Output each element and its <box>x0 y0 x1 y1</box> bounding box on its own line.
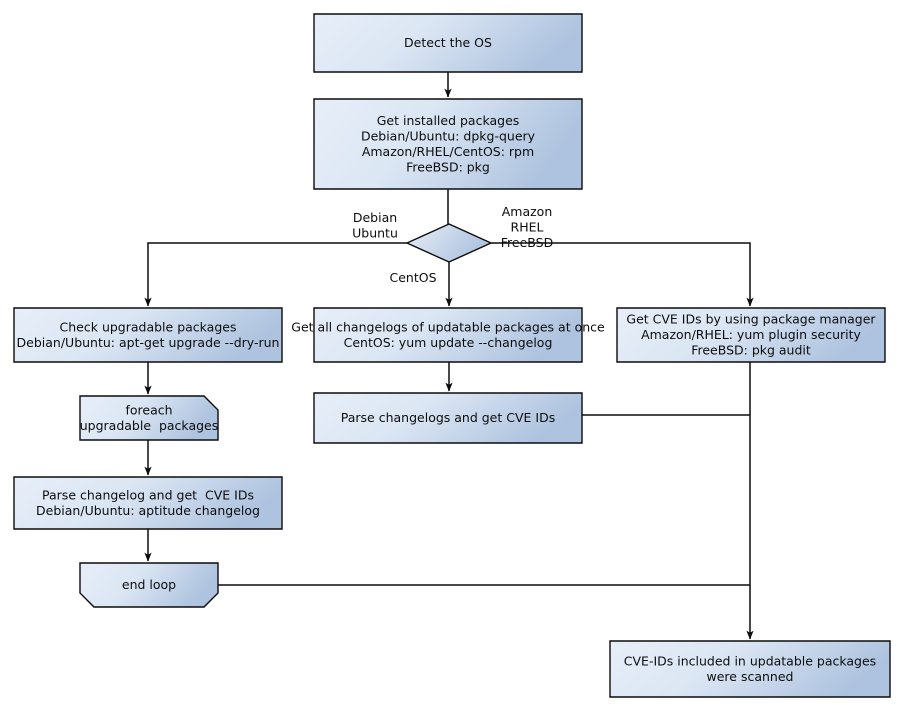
edges-layer <box>144 72 754 640</box>
node-shape-get-all-changelogs <box>313 307 583 363</box>
node-shape-parse-changelog-debian <box>13 476 283 530</box>
node-parse-changelogs-centos[interactable]: Parse changelogs and get CVE IDs <box>313 392 583 444</box>
node-os-decision[interactable] <box>405 223 493 263</box>
node-end-loop[interactable]: end loop <box>79 562 219 608</box>
node-label-parse-changelogs-centos: Parse changelogs and get CVE IDs <box>341 410 555 425</box>
node-label-get-all-changelogs: Get all changelogs of updatable packages… <box>291 319 605 350</box>
node-shape-end-loop <box>79 562 219 608</box>
node-label-detect-os: Detect the OS <box>404 35 492 50</box>
node-shape-get-installed-packages <box>313 98 583 190</box>
edge-label-label-centos: CentOS <box>389 270 436 285</box>
node-label-end-loop: end loop <box>122 577 176 592</box>
node-shape-foreach-upgradable <box>79 395 219 441</box>
node-get-all-changelogs[interactable]: Get all changelogs of updatable packages… <box>291 307 605 363</box>
node-shape-os-decision <box>405 223 493 263</box>
node-shape-parse-changelogs-centos <box>313 392 583 444</box>
node-shape-get-cve-ids-pkgmgr <box>616 307 886 363</box>
node-shape-check-upgradable <box>13 307 283 363</box>
node-detect-os[interactable]: Detect the OS <box>313 13 583 73</box>
node-shape-scan-complete <box>609 640 891 698</box>
connector-e-decision-to-left <box>144 242 407 307</box>
node-shape-detect-os <box>313 13 583 73</box>
connector-e-decision-to-right <box>491 242 754 307</box>
